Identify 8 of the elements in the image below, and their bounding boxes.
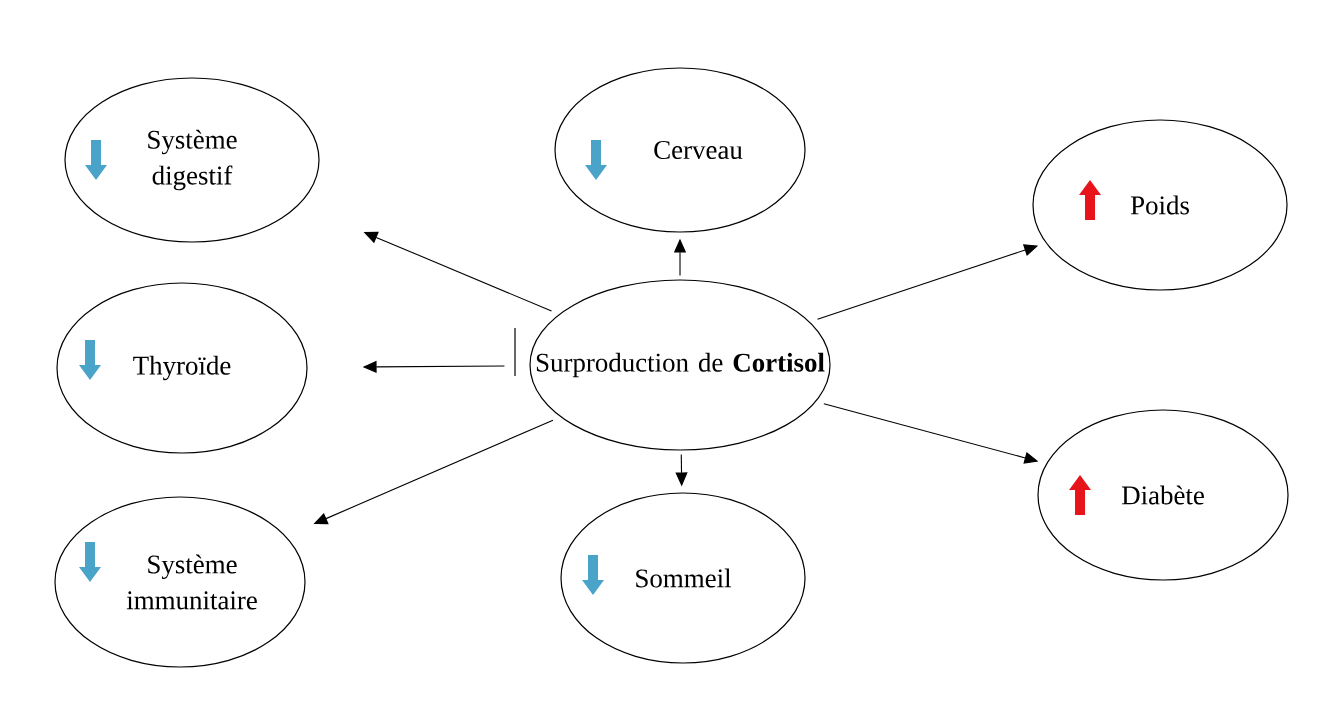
ellipse-node: Surproduction de Cortisol [529,279,831,451]
ellipse-node: Système digestif [64,77,320,243]
ellipse-node: Cerveau [554,67,806,233]
ellipse-node: Diabète [1037,409,1289,581]
ellipse-node: Thyroïde [56,282,308,454]
ellipse-node: Système immunitaire [54,496,306,668]
ellipse-node: Poids [1032,119,1288,291]
ellipse-node: Sommeil [560,492,806,664]
